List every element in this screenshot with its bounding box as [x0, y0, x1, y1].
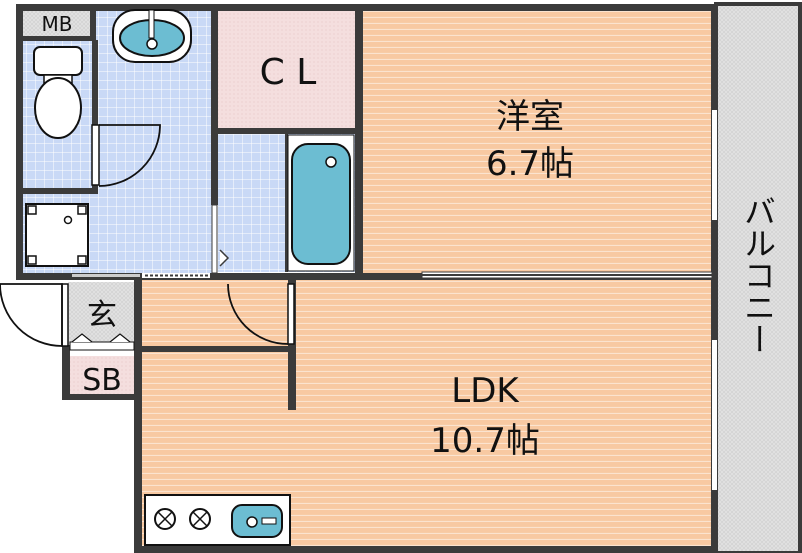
toilet-door[interactable]: [91, 124, 161, 187]
mb-label: MB: [42, 12, 73, 36]
shoe-box-label: SB: [82, 363, 122, 398]
ldk-size: 10.7帖: [430, 421, 540, 461]
toilet-icon: [33, 46, 83, 139]
kitchen-sink-icon: [231, 504, 283, 538]
entrance-door[interactable]: [0, 283, 69, 347]
closet-floor: [218, 10, 358, 130]
western-room-size: 6.7帖: [486, 144, 574, 184]
ldk-name: LDK: [451, 371, 520, 411]
entrance-step: [69, 341, 135, 351]
sliding-door-bath[interactable]: [211, 204, 218, 274]
washroom-entry-opening[interactable]: [72, 274, 140, 277]
closet-label: C L: [260, 52, 317, 93]
ldk-hall-door[interactable]: [227, 283, 295, 345]
kitchen-counter: [144, 494, 291, 546]
western-room-floor: [362, 10, 714, 274]
stove-burner-icon: [154, 508, 211, 530]
balcony-label: バルコニー: [739, 195, 777, 355]
bath-door-arrow: [219, 249, 230, 267]
western-room-name: 洋室: [496, 97, 564, 137]
shoe-box: [68, 356, 136, 396]
walls: [16, 4, 718, 553]
bathtub-icon: [287, 134, 355, 272]
balcony: バルコニー: [714, 2, 802, 553]
washing-machine-icon: [25, 203, 89, 267]
balcony-window-1[interactable]: [712, 110, 717, 220]
washbasin-icon: [112, 9, 192, 63]
entrance-label: 玄: [87, 298, 117, 333]
mb-floor: [22, 10, 92, 38]
step-marks: [71, 333, 131, 343]
entrance-floor: [68, 282, 136, 346]
balcony-window-2[interactable]: [712, 340, 717, 490]
